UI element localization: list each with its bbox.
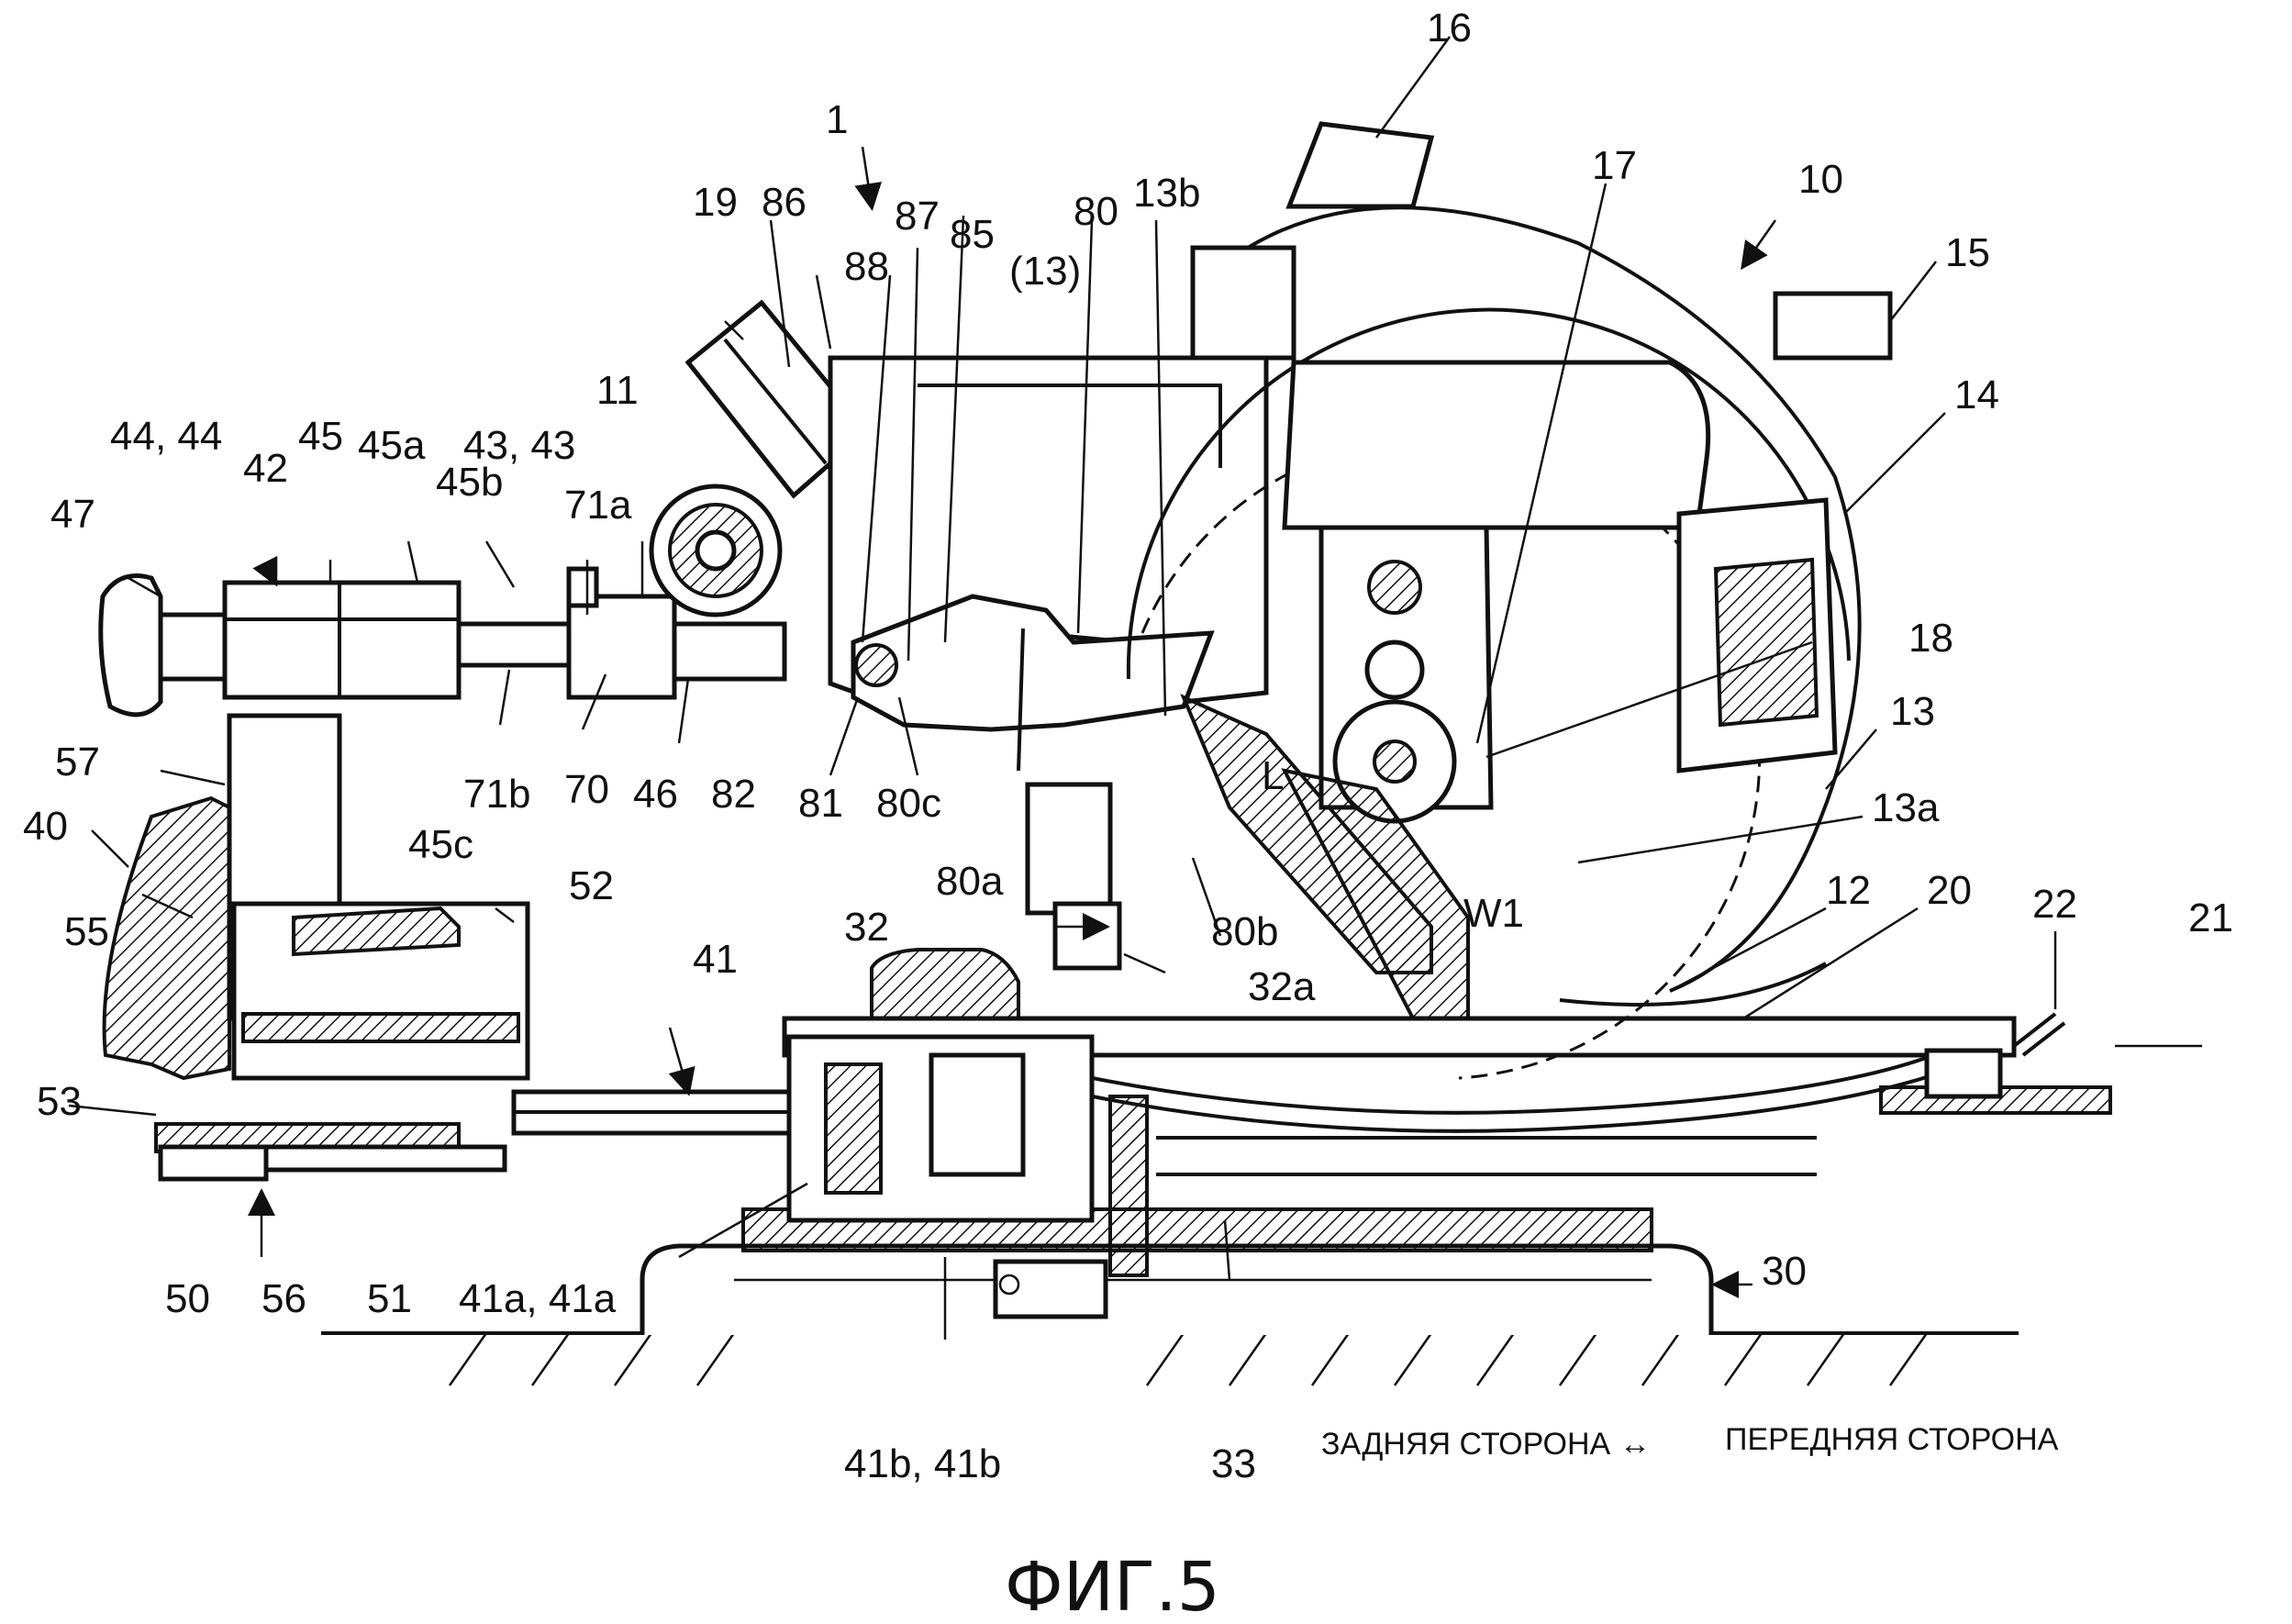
figure-caption: ФИГ.5 <box>1005 1548 1220 1624</box>
label-13p: (13) <box>1009 249 1081 294</box>
label-18: 18 <box>1908 616 1953 661</box>
floor <box>321 1331 2019 1386</box>
direction-arrow-icon: ↔ <box>1619 1427 1651 1462</box>
label-81: 81 <box>798 781 843 826</box>
direction-legend: ЗАДНЯЯ СТОРОНА ↔ ПЕРЕДНЯЯ СТОРОНА <box>1321 1422 2059 1462</box>
label-13a: 13a <box>1872 785 1940 830</box>
rear-side-label: ЗАДНЯЯ СТОРОНА <box>1321 1427 1611 1462</box>
label-85: 85 <box>950 212 995 257</box>
base <box>640 1207 1714 1335</box>
label-16: 16 <box>1427 6 1472 50</box>
label-20: 20 <box>1927 868 1972 913</box>
label-41a: 41a, 41a <box>459 1276 617 1321</box>
workpiece <box>1281 768 1470 1020</box>
label-41: 41 <box>693 937 738 982</box>
label-43: 43, 43 <box>463 423 575 468</box>
label-L: L <box>1262 753 1284 798</box>
label-13: 13 <box>1890 689 1935 734</box>
leader-lines <box>68 36 2202 1340</box>
label-80b: 80b <box>1211 909 1278 954</box>
label-42: 42 <box>243 446 288 491</box>
label-22: 22 <box>2032 882 2077 927</box>
label-71a: 71a <box>564 483 632 528</box>
label-55: 55 <box>64 909 109 954</box>
label-45a: 45a <box>358 423 426 468</box>
label-1: 1 <box>826 97 848 142</box>
label-56: 56 <box>261 1276 306 1321</box>
label-14: 14 <box>1954 373 1999 417</box>
label-13b: 13b <box>1133 171 1200 216</box>
label-45b: 45b <box>436 460 503 505</box>
label-40: 40 <box>23 804 68 849</box>
saw-blade-assembly <box>1126 121 1893 1080</box>
label-71b: 71b <box>463 772 530 817</box>
fence <box>870 782 1122 1020</box>
label-45: 45 <box>298 414 343 459</box>
label-47: 47 <box>50 492 95 537</box>
label-17: 17 <box>1592 143 1637 188</box>
label-52: 52 <box>569 863 614 908</box>
label-12: 12 <box>1826 868 1871 913</box>
pivot <box>649 484 783 617</box>
label-70: 70 <box>564 767 609 812</box>
label-32a: 32a <box>1248 964 1316 1009</box>
label-11: 11 <box>596 368 639 413</box>
label-86: 86 <box>762 180 807 225</box>
label-53: 53 <box>37 1079 82 1124</box>
label-80a: 80a <box>936 859 1004 904</box>
label-80: 80 <box>1074 189 1118 234</box>
label-87: 87 <box>895 194 940 239</box>
label-82: 82 <box>711 772 756 817</box>
rear-holder <box>102 713 530 1182</box>
slide-lock-assembly <box>98 566 787 717</box>
label-19: 19 <box>693 180 738 225</box>
label-33: 33 <box>1211 1441 1256 1486</box>
label-21: 21 <box>2188 895 2233 940</box>
reference-labels: 1 16 10 15 14 17 18 13 13a 12 20 22 21 3… <box>23 6 2233 1486</box>
label-10: 10 <box>1798 157 1843 202</box>
label-50: 50 <box>165 1276 210 1321</box>
label-46: 46 <box>633 772 678 817</box>
slide-rods <box>511 1034 1817 1277</box>
label-32: 32 <box>844 905 889 950</box>
label-88: 88 <box>844 244 889 289</box>
label-41b: 41b, 41b <box>844 1441 1001 1486</box>
label-W1: W1 <box>1463 891 1524 936</box>
label-30: 30 <box>1762 1249 1807 1294</box>
label-45c: 45c <box>408 822 473 867</box>
label-51: 51 <box>367 1276 412 1321</box>
front-side-label: ПЕРЕДНЯЯ СТОРОНА <box>1725 1422 2059 1457</box>
label-80c: 80c <box>876 781 941 826</box>
label-57: 57 <box>55 740 100 784</box>
label-44: 44, 44 <box>110 414 222 459</box>
label-15: 15 <box>1945 230 1990 275</box>
